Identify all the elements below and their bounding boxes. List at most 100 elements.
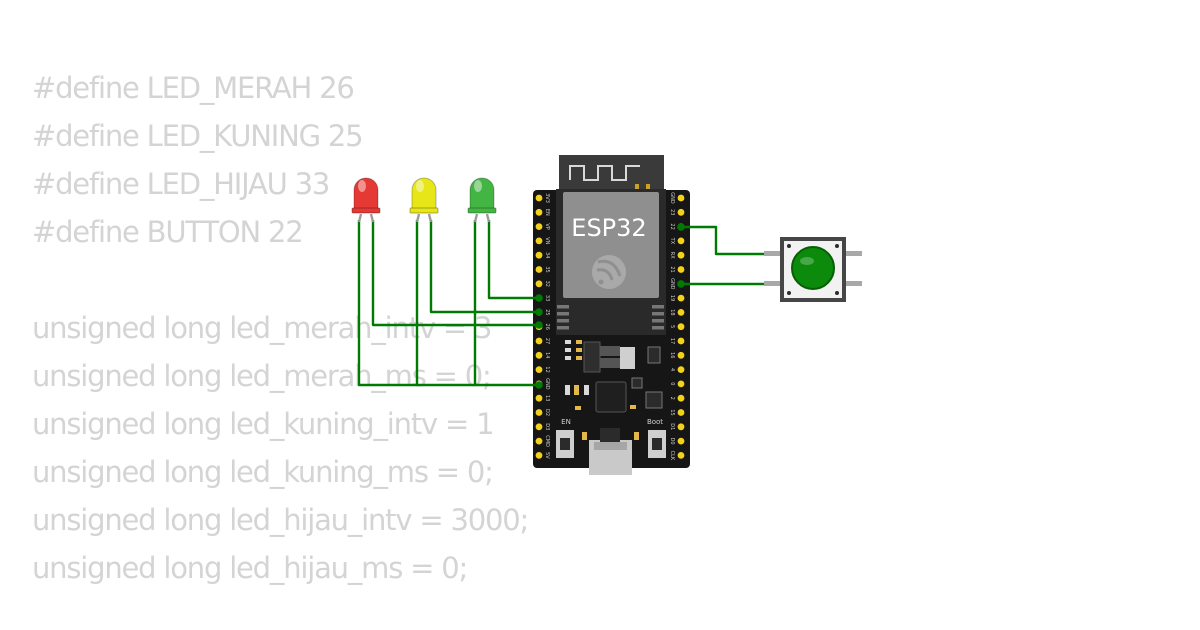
led-green[interactable] [467,177,497,223]
button-leg [846,251,862,256]
button-cap[interactable] [791,246,835,290]
pin-label: 26 [544,324,550,330]
code-line: #define LED_KUNING 25 [32,119,364,153]
code-line: unsigned long led_merah_intv = 3 [32,311,492,345]
pin-pad[interactable] [535,237,543,245]
module-pads [557,305,664,330]
led-highlight [474,180,482,192]
pin-pad[interactable] [677,437,685,445]
pin-pad[interactable] [535,366,543,373]
pin-label: GND [669,278,675,290]
boot-label: Boot [647,418,663,426]
code-listing: #define LED_MERAH 26 #define LED_KUNING 2… [32,64,529,592]
pin-pad[interactable] [677,309,685,316]
pin-pad[interactable] [535,266,543,273]
pin-label: 2 [669,397,675,400]
wire-yellow-led-anode [429,220,539,314]
pin-label: 5V [544,452,550,459]
led-yellow[interactable] [409,177,439,223]
pin-pad[interactable] [535,337,543,345]
pin-pad[interactable] [677,452,685,459]
en-label: EN [561,418,571,426]
led-dome [411,177,437,213]
led-group [351,177,497,223]
espressif-logo-icon [592,255,626,289]
pin-pad[interactable] [677,409,685,416]
pin-label: 23 [669,209,675,215]
pin-pad[interactable] [677,294,685,302]
pin-pad[interactable] [677,237,685,245]
wire-button-pin22 [681,225,766,256]
code-line: unsigned long led_kuning_ms = 0; [32,455,494,489]
smd-components [565,340,663,410]
pin-pad[interactable] [677,251,685,259]
pin-pad[interactable] [677,423,685,431]
led-rim [467,207,497,214]
chip-label: ESP32 [571,214,646,242]
pin-label: D0 [669,438,675,445]
rf-shield [563,192,659,298]
wire-green-led-anode [487,220,539,300]
pin-pad[interactable] [535,194,543,202]
pin-label: VN [544,237,550,244]
pin-label: 4 [669,368,675,371]
pin-pad[interactable] [535,208,543,216]
antenna-trace [569,165,640,181]
pin-label: 35 [544,266,550,272]
esp32-board[interactable]: ESP32 [533,155,690,475]
led-leg [415,213,421,223]
led-leg [369,213,375,223]
pin-pad[interactable] [677,323,685,331]
code-line: #define BUTTON 22 [32,215,304,249]
pin-pad[interactable] [677,351,685,359]
led-rim [409,207,439,214]
pin-pad[interactable] [535,409,543,416]
pin-pad[interactable] [535,251,543,259]
pin-label: 33 [544,295,550,301]
pin-pad[interactable] [677,194,685,202]
led-rim [351,207,381,214]
wire-joint [535,308,543,316]
pin-label: GND [669,192,675,204]
pin-label: 21 [669,266,675,272]
pin-pad[interactable] [677,380,685,388]
pin-pad[interactable] [535,223,543,231]
wire-joint [677,223,685,231]
pin-pad[interactable] [535,423,543,431]
pin-label: TX [669,237,675,245]
pin-label: 18 [669,309,675,315]
pin-label: 0 [669,382,675,385]
pin-pad[interactable] [677,366,685,373]
pin-label: D3 [544,423,550,430]
pin-label: CMD [544,435,550,447]
code-line: unsigned long led_merah_ms = 0; [32,359,492,393]
voltage-regulator [583,341,635,373]
led-red[interactable] [351,177,381,223]
pin-label: GND [544,378,550,390]
boot-button[interactable]: Boot [647,418,666,458]
code-line: #define LED_MERAH 26 [32,71,355,105]
pin-pad[interactable] [535,280,543,288]
push-button[interactable] [764,237,862,302]
wire-joint [535,381,543,389]
led-leg [485,213,491,223]
pin-pad[interactable] [535,437,543,445]
pin-pad[interactable] [677,208,685,216]
code-line: unsigned long led_hijau_intv = 3000; [32,503,529,537]
code-line: #define LED_HIJAU 33 [32,167,330,201]
pin-label: CLK [669,451,675,461]
pin-pad[interactable] [535,394,543,402]
wire-joint [535,321,543,329]
en-button[interactable]: EN [556,418,574,458]
pin-pad[interactable] [677,394,685,402]
pin-pad[interactable] [677,337,685,345]
pin-pad[interactable] [677,266,685,273]
pin-label: 22 [669,223,675,229]
pin-pad[interactable] [535,351,543,359]
pin-pad[interactable] [535,452,543,459]
led-leg [427,213,433,223]
pin-label: VP [544,223,550,229]
led-leg [473,213,479,223]
code-line: unsigned long led_kuning_intv = 1 [32,407,495,441]
